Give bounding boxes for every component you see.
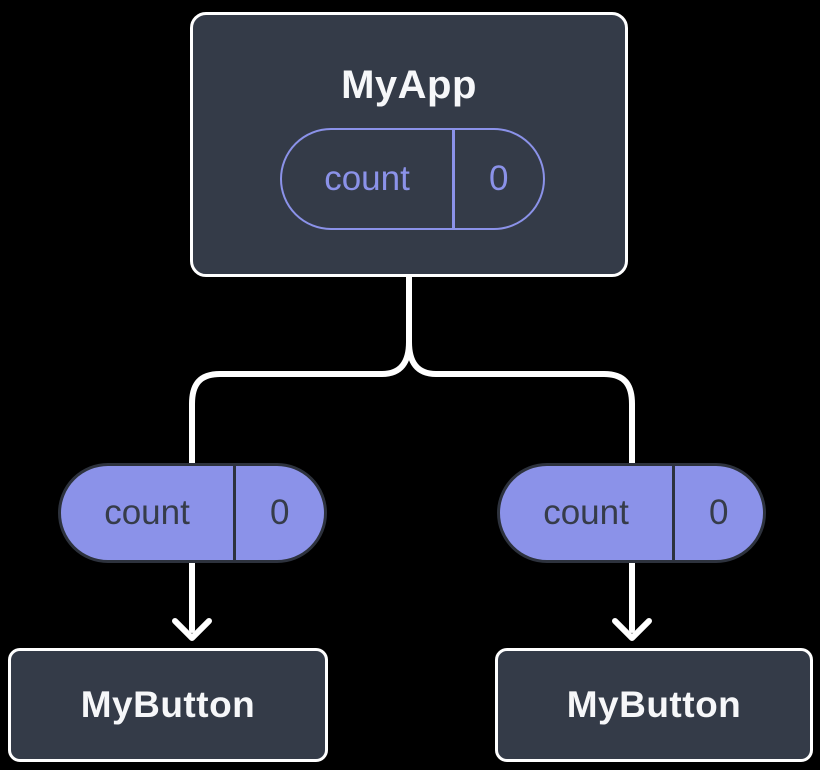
right-child-state-pill: count 0	[497, 463, 766, 563]
left-child-component-title: MyButton	[80, 684, 256, 725]
arrowhead-left-icon	[172, 618, 212, 641]
left-child-state-name: count	[104, 493, 190, 532]
connector-parent-to-right-child	[406, 274, 635, 633]
left-child-state-pill: count 0	[58, 463, 327, 563]
parent-state-name: count	[324, 159, 410, 198]
connector-parent-to-left-child	[189, 274, 412, 633]
parent-state-value: 0	[489, 159, 509, 198]
left-child-component-card: MyButton	[8, 648, 328, 762]
right-child-component-card: MyButton	[495, 648, 813, 762]
arrowhead-right-icon	[612, 618, 652, 641]
right-child-state-value: 0	[709, 493, 729, 532]
parent-state-pill: count 0	[280, 128, 545, 230]
parent-component-card: MyApp	[190, 12, 628, 277]
right-child-component-title: MyButton	[566, 684, 742, 725]
pill-divider	[452, 130, 455, 228]
right-child-state-name: count	[543, 493, 629, 532]
parent-component-title: MyApp	[341, 63, 477, 107]
left-child-state-value: 0	[270, 493, 290, 532]
pill-divider	[672, 466, 675, 560]
pill-divider	[233, 466, 236, 560]
